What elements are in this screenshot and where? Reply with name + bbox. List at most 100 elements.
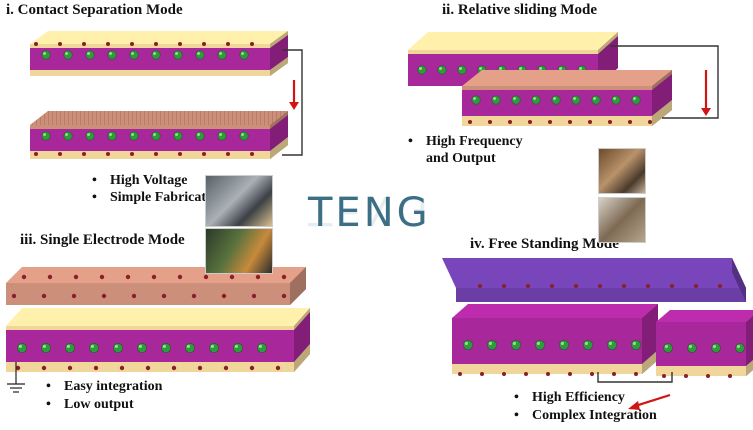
cs-upper-bead-shine — [153, 52, 156, 55]
se-top-dot-low — [41, 293, 47, 299]
se-top-dot-low — [161, 293, 167, 299]
cs-lower-bead — [173, 131, 183, 141]
cs-upper-bead — [151, 50, 161, 60]
rs-lower-layer-0 — [462, 86, 652, 90]
fs-left-dot — [634, 372, 638, 376]
cs-lower-layer-side-0 — [270, 111, 288, 129]
cs-lower-bead — [129, 131, 139, 141]
fs-right-bead — [735, 343, 745, 353]
rs-lower-bead — [551, 95, 561, 105]
fs-wire — [597, 372, 673, 383]
fs-right-layer-side-0 — [746, 316, 753, 366]
se-bottom-bead — [257, 343, 267, 353]
cs-upper-bead — [107, 50, 117, 60]
cs-lower-bead — [41, 131, 51, 141]
cs-upper-layer-0 — [30, 44, 270, 48]
cs-lower-layer-side-1 — [270, 115, 288, 151]
fs-left-dot — [524, 372, 528, 376]
fs-left-bead — [463, 340, 473, 350]
fs-right-bead-shine — [712, 344, 717, 348]
fs-left-bead-shine — [488, 341, 493, 346]
rs-lower-dot — [548, 120, 552, 124]
rs-upper-bead-shine — [539, 67, 543, 70]
se-bottom-layer-1 — [6, 330, 294, 362]
se-top-dot-low — [251, 293, 257, 299]
cs-lower-bead — [85, 131, 95, 141]
rs-upper-layer-side-0 — [598, 32, 618, 54]
fs-left-dot — [612, 372, 616, 376]
cs-upper-dot — [154, 42, 158, 46]
cs-lower-dot — [82, 152, 86, 156]
fs-left-dot — [568, 372, 572, 376]
se-bottom-dot — [15, 365, 21, 371]
cs-upper-layer-side-2 — [270, 57, 288, 76]
cs-lower-dot — [34, 152, 38, 156]
se-top-dot-low — [281, 293, 287, 299]
se-bottom-dot — [93, 365, 99, 371]
se-top-layer-0 — [6, 283, 290, 305]
cs-lower-bead — [195, 131, 205, 141]
cs-lower-dot — [178, 152, 182, 156]
cs-lower-layer-2 — [30, 151, 270, 159]
heading-contact-separation: i. Contact Separation Mode — [6, 2, 183, 18]
cs-lower-bead-shine — [65, 133, 68, 136]
cs-lower-dot — [130, 152, 134, 156]
fs-top-dot — [646, 284, 650, 288]
rs-lower-bead — [511, 95, 521, 105]
rs-upper-bead — [437, 65, 447, 75]
rs-lower-bead-shine — [633, 97, 637, 100]
rs-lower-bead — [591, 95, 601, 105]
cs-lower-bead — [151, 131, 161, 141]
rs-lower-bead-shine — [613, 97, 617, 100]
fs-top-dot — [478, 284, 482, 288]
rs-upper-layer-0 — [408, 50, 598, 54]
se-bottom-bead-shine — [258, 344, 263, 349]
cs-upper-dot — [250, 42, 254, 46]
fs-left-layer-side-0 — [642, 304, 658, 364]
se-bottom-dot — [145, 365, 151, 371]
cs-upper-bead — [195, 50, 205, 60]
rs-lower-bead — [491, 95, 501, 105]
fs-left-bead — [511, 340, 521, 350]
fs-right-dot — [706, 374, 710, 378]
teng-logo-text: TENG — [308, 190, 431, 236]
fs-top-dot — [526, 284, 530, 288]
cs-upper-layer-2 — [30, 70, 270, 76]
se-bottom-bead — [65, 343, 75, 353]
se-top-dot — [125, 274, 131, 280]
fs-right-bead-shine — [664, 344, 669, 348]
rs-lower-bead-shine — [493, 97, 496, 100]
se-top-dot — [229, 274, 235, 280]
cs-lower-bead-shine — [175, 133, 178, 136]
fs-top-layer-side-0 — [732, 258, 746, 302]
fs-right-bead — [711, 343, 721, 353]
se-bottom-bead-shine — [210, 344, 214, 349]
fs-left-bead-shine — [560, 341, 564, 346]
fs-top-dot — [598, 284, 602, 288]
cs-upper-bead — [173, 50, 183, 60]
bullet-high-frequency: •High Frequency — [408, 134, 523, 149]
se-top-dot — [281, 274, 287, 280]
cs-lower-bead-shine — [219, 133, 222, 136]
cs-upper-dot — [106, 42, 110, 46]
heading-single-electrode: iii. Single Electrode Mode — [20, 232, 185, 248]
bullet-high-efficiency: •High Efficiency — [514, 390, 625, 405]
rs-upper-bead — [457, 65, 467, 75]
cs-wire — [282, 49, 303, 156]
se-top-dot — [203, 274, 209, 280]
cs-upper-bead-shine — [43, 52, 46, 55]
fs-left-bead-shine — [512, 341, 516, 346]
se-bottom-layer-2 — [6, 362, 294, 372]
rs-upper-bead-shine — [559, 67, 563, 70]
se-bottom-bead — [17, 343, 27, 353]
se-bottom-dot — [41, 365, 47, 371]
device-photo-gadget — [598, 148, 646, 194]
fs-right-bead-shine — [736, 344, 741, 348]
cs-upper-bead-shine — [241, 52, 244, 55]
fs-right-layer-1 — [656, 366, 746, 376]
cs-upper-layer-side-0 — [270, 31, 288, 48]
cs-upper-bead-shine — [175, 52, 178, 55]
cs-upper-dot — [34, 42, 38, 46]
